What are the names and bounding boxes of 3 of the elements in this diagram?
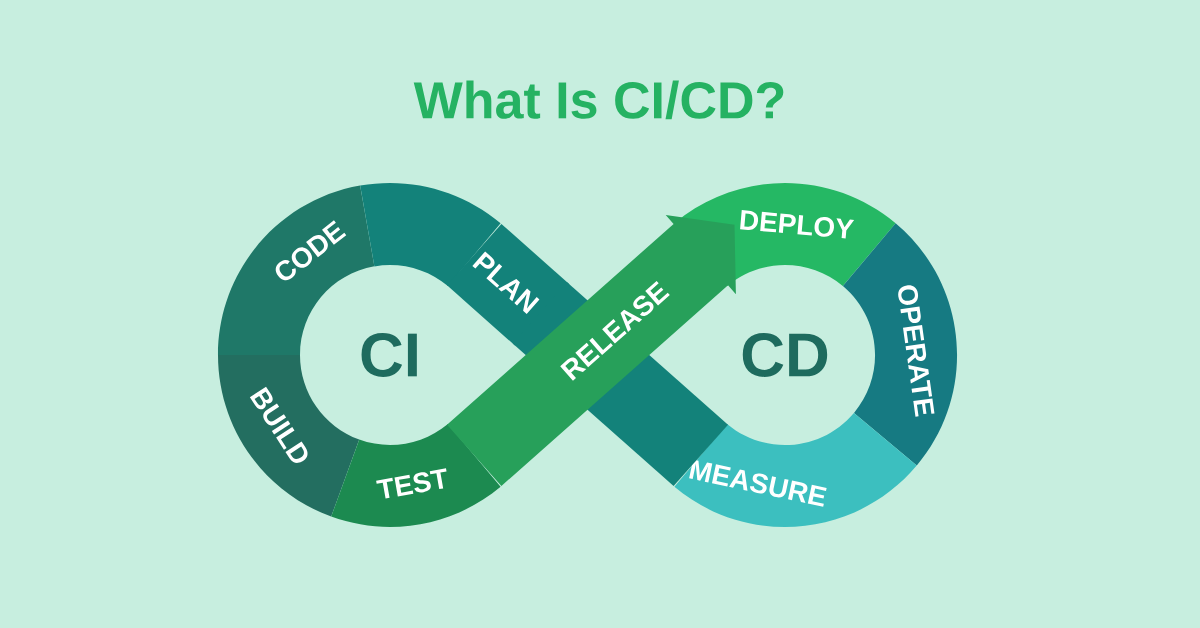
loop-segment: TEST (331, 423, 501, 527)
title: What Is CI/CD? (413, 80, 784, 120)
loop-label: CD (742, 333, 828, 377)
